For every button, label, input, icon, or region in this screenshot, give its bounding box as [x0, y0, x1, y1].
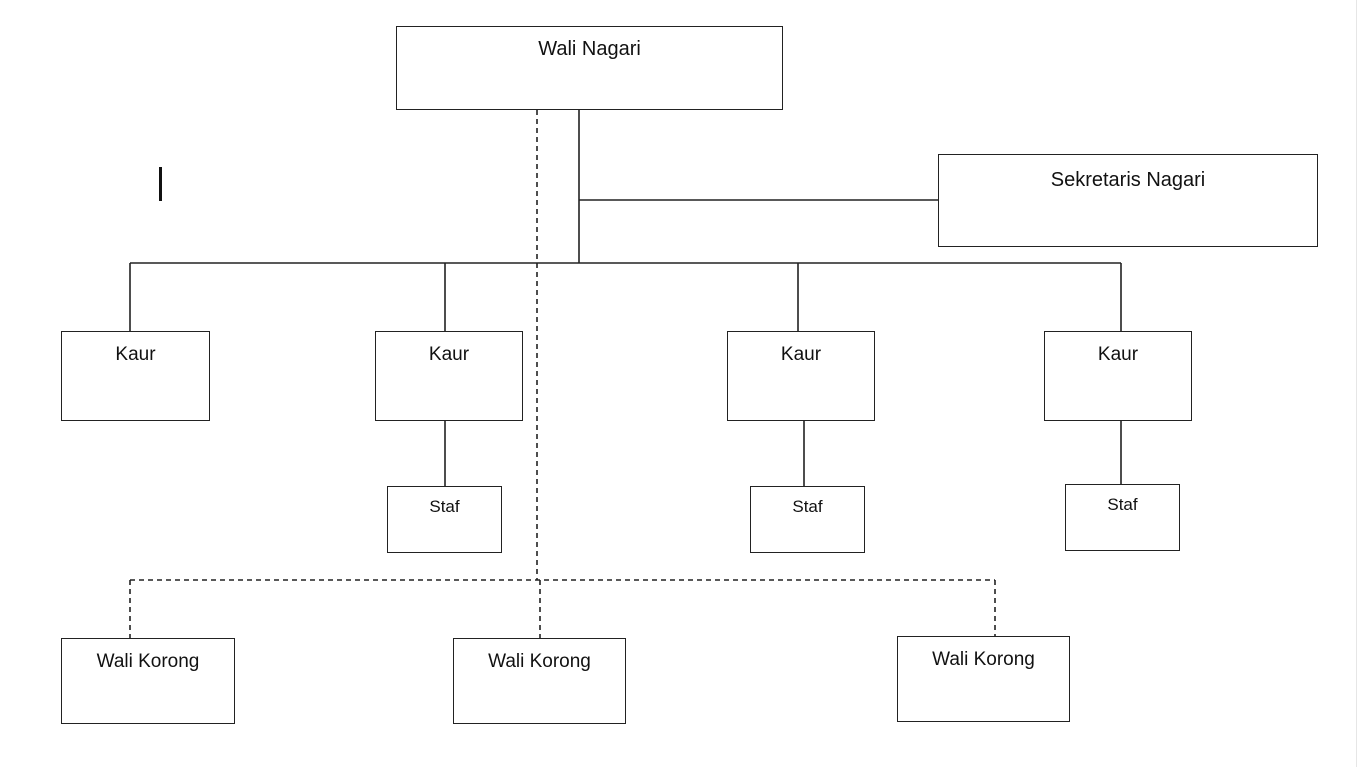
page-right-edge [1356, 0, 1357, 767]
kaur-box: Kaur [61, 331, 210, 421]
wali-korong-label: Wali Korong [932, 649, 1035, 670]
staf-label: Staf [792, 497, 823, 516]
staf-box: Staf [387, 486, 502, 553]
kaur-box: Kaur [375, 331, 523, 421]
kaur-box: Kaur [1044, 331, 1192, 421]
staf-label: Staf [429, 497, 460, 516]
kaur-box: Kaur [727, 331, 875, 421]
sekretaris-nagari-box: Sekretaris Nagari [938, 154, 1318, 247]
sekretaris-nagari-label: Sekretaris Nagari [1050, 169, 1206, 191]
wali-nagari-label: Wali Nagari [538, 38, 641, 60]
wali-korong-box: Wali Korong [897, 636, 1070, 722]
kaur-label: Kaur [780, 344, 822, 365]
kaur-label: Kaur [1097, 344, 1139, 365]
kaur-label: Kaur [428, 344, 470, 365]
wali-korong-label: Wali Korong [488, 651, 591, 672]
staf-box: Staf [750, 486, 865, 553]
kaur-label: Kaur [115, 344, 156, 365]
text-cursor [159, 167, 162, 201]
staf-box: Staf [1065, 484, 1180, 551]
wali-korong-box: Wali Korong [61, 638, 235, 724]
wali-korong-label: Wali Korong [96, 651, 200, 672]
wali-nagari-box: Wali Nagari [396, 26, 783, 110]
staf-label: Staf [1107, 495, 1138, 514]
wali-korong-box: Wali Korong [453, 638, 626, 724]
